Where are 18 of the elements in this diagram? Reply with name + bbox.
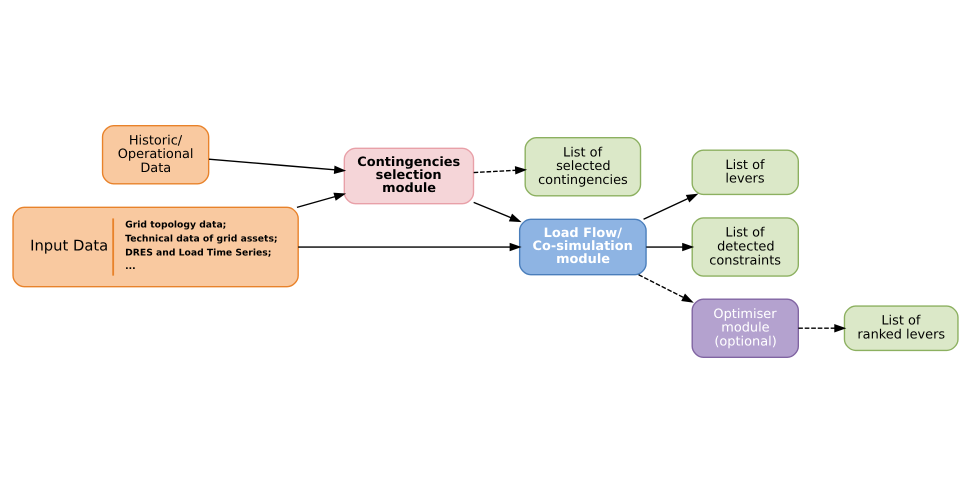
arrow: [474, 166, 528, 175]
arrow: [296, 192, 346, 208]
arrow: [638, 274, 694, 303]
node-box: List of detected constraints: [692, 217, 800, 277]
node-box: Historic/ Operational Data: [102, 125, 210, 185]
arrow: [298, 242, 522, 252]
node-box: List of ranked levers: [844, 305, 959, 352]
arrow: [643, 194, 698, 220]
arrow: [473, 202, 522, 222]
arrow: [798, 324, 846, 332]
node-box: List of selected contingencies: [524, 137, 642, 197]
node-box: Input Data Grid topology data; Technical data of grid assets; DRES and Load Time Series; ...: [12, 206, 299, 288]
node-box: Contingencies selection module: [344, 148, 474, 204]
node-box: List of levers: [692, 149, 800, 196]
node-box: Load Flow/ Co-simulation module: [518, 218, 647, 276]
arrow: [646, 242, 694, 252]
node-box: Optimiser module (optional): [692, 298, 800, 358]
arrow: [208, 158, 346, 174]
